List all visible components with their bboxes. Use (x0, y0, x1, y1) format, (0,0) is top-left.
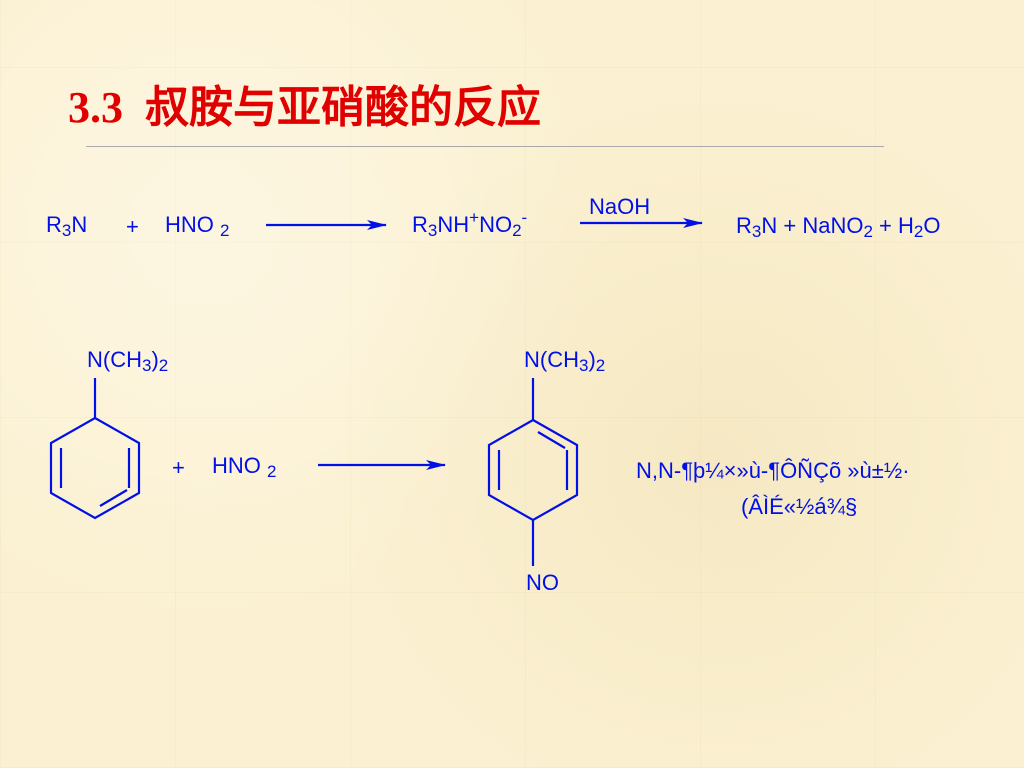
products-1: R3N + NaNO2 + H2O (736, 213, 941, 241)
reactant-hno2-1: HNO 2 (165, 212, 230, 240)
benzene-ring-left (49, 378, 141, 520)
title-text: 叔胺与亚硝酸的反应 (145, 83, 541, 132)
reactant-r3n: R3N (46, 212, 88, 240)
plus-sign-2: + (172, 455, 185, 480)
dimethylamino-label-right: N(CH3)2 (524, 347, 606, 375)
title-number: 3.3 (68, 83, 123, 132)
intermediate-salt: R3NH+NO2- (412, 208, 528, 240)
plus-sign-1: + (126, 214, 139, 239)
product-name-line1: N,N-¶þ¼×»ù-¶ÔÑÇõ »ù±½· (636, 458, 910, 483)
reagent-naoh: NaOH (589, 194, 651, 219)
nitroso-label: NO (526, 570, 559, 595)
title-divider (86, 146, 884, 147)
slide-title: 3.3 叔胺与亚硝酸的反应 (68, 84, 541, 132)
product-name-line2: (ÂÌÉ«½á¾§ (741, 494, 858, 519)
reactant-hno2-2: HNO 2 (212, 453, 277, 481)
dimethylamino-label-left: N(CH3)2 (87, 347, 169, 375)
benzene-ring-right (487, 378, 579, 566)
